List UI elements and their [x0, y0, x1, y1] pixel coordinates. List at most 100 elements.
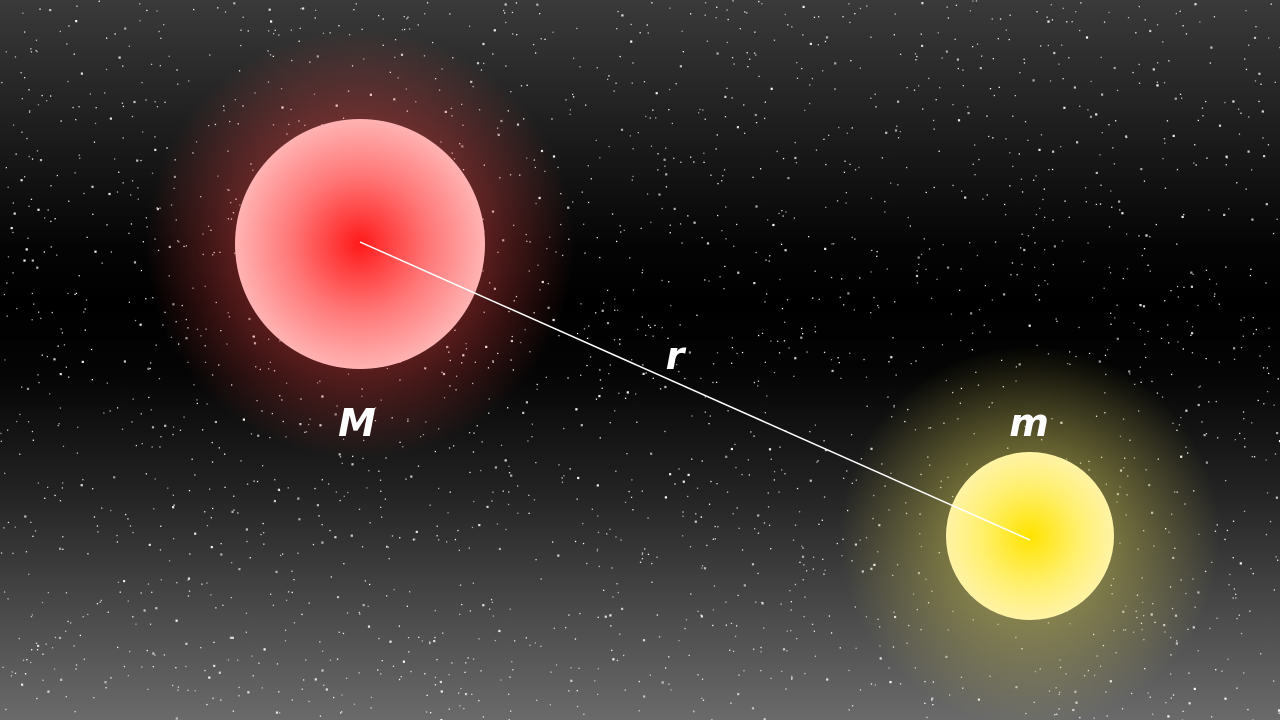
- star-speck: [580, 374, 582, 376]
- star-speck: [779, 446, 781, 448]
- star-speck: [689, 546, 692, 548]
- star-speck: [870, 197, 873, 199]
- star-speck: [177, 689, 179, 691]
- star-speck: [1226, 157, 1228, 159]
- star-speck: [608, 373, 610, 375]
- star-speck: [734, 443, 736, 446]
- star-speck: [1110, 190, 1112, 192]
- star-speck: [308, 602, 310, 604]
- star-speck: [1215, 669, 1217, 671]
- star-speck: [652, 335, 654, 337]
- star-speck: [402, 660, 405, 663]
- star-speck: [836, 200, 839, 202]
- star-speck: [623, 229, 625, 231]
- star-speck: [388, 558, 390, 560]
- star-speck: [268, 8, 271, 11]
- star-speck: [68, 25, 70, 27]
- star-speck: [726, 491, 729, 493]
- star-speck: [1205, 269, 1208, 271]
- star-speck: [6, 315, 8, 317]
- star-speck: [577, 476, 580, 480]
- star-speck: [1203, 434, 1206, 437]
- star-speck: [1033, 179, 1035, 181]
- star-speck: [586, 562, 588, 565]
- star-speck: [936, 278, 938, 280]
- star-speck: [121, 102, 124, 104]
- star-speck: [31, 649, 33, 651]
- star-speck: [116, 407, 119, 409]
- star-speck: [687, 473, 690, 476]
- star-speck: [570, 667, 572, 669]
- star-speck: [552, 31, 554, 33]
- star-speck: [237, 512, 239, 514]
- star-speck: [509, 608, 511, 610]
- star-speck: [464, 671, 466, 673]
- star-speck: [613, 339, 616, 341]
- star-speck: [848, 669, 850, 672]
- star-speck: [498, 629, 501, 633]
- star-speck: [626, 453, 628, 455]
- star-speck: [587, 201, 590, 204]
- star-speck: [850, 60, 852, 62]
- star-speck: [101, 262, 103, 264]
- star-speck: [79, 157, 81, 159]
- star-speck: [866, 5, 868, 7]
- star-speck: [1068, 57, 1070, 59]
- star-speck: [270, 593, 272, 595]
- star-speck: [721, 180, 723, 182]
- star-speck: [895, 374, 897, 376]
- star-speck: [460, 687, 462, 690]
- star-speck: [1266, 367, 1268, 369]
- star-speck: [838, 126, 840, 129]
- star-speck: [108, 192, 111, 196]
- star-speck: [471, 526, 474, 529]
- star-speck: [716, 6, 718, 8]
- star-speck: [638, 680, 640, 683]
- star-speck: [434, 636, 436, 639]
- star-speck: [37, 644, 40, 647]
- star-speck: [825, 163, 827, 166]
- star-speck: [781, 670, 783, 673]
- star-speck: [1261, 110, 1264, 113]
- star-speck: [172, 506, 175, 509]
- star-speck: [83, 658, 85, 660]
- star-speck: [611, 649, 613, 651]
- star-speck: [14, 672, 17, 674]
- star-speck: [1180, 417, 1182, 419]
- star-speck: [341, 694, 343, 696]
- star-speck: [736, 507, 738, 509]
- star-speck: [630, 496, 633, 498]
- star-speck: [480, 670, 482, 672]
- star-speck: [61, 332, 64, 334]
- star-speck: [1062, 7, 1064, 9]
- star-speck: [866, 405, 868, 407]
- star-speck: [65, 366, 67, 368]
- star-speck: [685, 619, 688, 621]
- star-speck: [565, 627, 567, 629]
- star-speck: [1213, 16, 1216, 18]
- star-speck: [1152, 68, 1155, 71]
- star-speck: [75, 20, 78, 23]
- star-speck: [301, 688, 303, 690]
- star-speck: [1244, 58, 1246, 60]
- star-speck: [884, 200, 886, 203]
- star-speck: [1044, 249, 1046, 251]
- star-speck: [823, 573, 825, 575]
- star-speck: [597, 616, 599, 618]
- star-speck: [758, 0, 760, 3]
- star-speck: [43, 251, 45, 253]
- star-speck: [98, 0, 100, 2]
- star-speck: [173, 426, 175, 428]
- star-speck: [764, 301, 766, 303]
- star-speck: [803, 615, 805, 618]
- star-speck: [690, 13, 692, 15]
- star-speck: [1009, 152, 1011, 154]
- star-speck: [227, 659, 230, 661]
- star-speck: [644, 548, 646, 550]
- star-speck: [1032, 79, 1035, 82]
- star-speck: [482, 604, 485, 607]
- star-speck: [1012, 165, 1014, 168]
- star-speck: [576, 705, 579, 708]
- star-speck: [489, 608, 491, 610]
